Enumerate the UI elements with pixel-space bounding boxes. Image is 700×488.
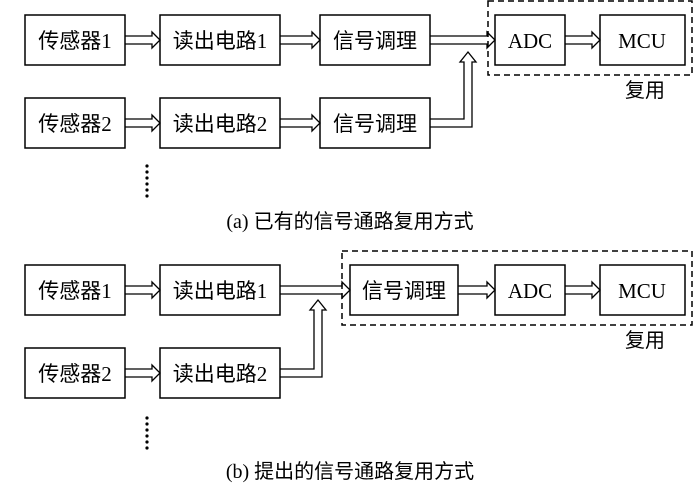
multiplex-label-a: 复用 bbox=[625, 79, 665, 102]
diagram-a: 传感器1 读出电路1 信号调理 ADC MCU 传感器2 读出电路2 信号调理 bbox=[24, 0, 693, 233]
conditioning-2-label-a: 信号调理 bbox=[333, 112, 417, 136]
caption-a: (a) 已有的信号通路复用方式 bbox=[226, 210, 473, 233]
multiplex-boundary-b bbox=[341, 250, 693, 326]
arrow-sensor2-readout2-a bbox=[125, 113, 161, 133]
arrow-conditioning-adc-b bbox=[458, 280, 496, 300]
arrow-readout1-conditioning1-a bbox=[280, 30, 321, 50]
arrow-adc-mcu-b bbox=[565, 280, 601, 300]
sensor-2-box-a bbox=[24, 97, 126, 149]
adc-label-a: ADC bbox=[508, 29, 552, 53]
multiplex-label-b: 复用 bbox=[625, 329, 665, 352]
readout-1-label-b: 读出电路1 bbox=[173, 279, 268, 303]
sensor-2-box-b bbox=[24, 347, 126, 399]
arrow-merge-a bbox=[430, 50, 478, 128]
arrow-readout2-conditioning2-a bbox=[280, 113, 321, 133]
arrow-sensor1-readout1-b bbox=[125, 280, 161, 300]
mcu-label-a: MCU bbox=[618, 29, 666, 53]
sensor-1-box-a bbox=[24, 14, 126, 66]
sensor-1-label-b: 传感器1 bbox=[38, 279, 112, 303]
sensor-1-label-a: 传感器1 bbox=[38, 29, 112, 53]
diagram-b: 传感器1 读出电路1 信号调理 ADC MCU 传感器2 读出电路2 bbox=[24, 250, 693, 483]
conditioning-1-label-a: 信号调理 bbox=[333, 29, 417, 53]
arrow-sensor2-readout2-b bbox=[125, 363, 161, 383]
mcu-label-b: MCU bbox=[618, 279, 666, 303]
caption-b: (b) 提出的信号通路复用方式 bbox=[226, 460, 474, 483]
arrow-adc-mcu-a bbox=[565, 30, 601, 50]
conditioning-label-b: 信号调理 bbox=[362, 279, 446, 303]
adc-label-b: ADC bbox=[508, 279, 552, 303]
arrow-merge-b bbox=[280, 298, 328, 378]
readout-1-label-a: 读出电路1 bbox=[173, 29, 268, 53]
arrow-sensor1-readout1-a bbox=[125, 30, 161, 50]
arrow-conditioning1-adc-a bbox=[430, 30, 496, 50]
sensor-2-label-a: 传感器2 bbox=[38, 112, 112, 136]
sensor-1-box-b bbox=[24, 264, 126, 316]
sensor-2-label-b: 传感器2 bbox=[38, 362, 112, 386]
ellipsis-dots-b bbox=[145, 416, 149, 450]
multiplex-boundary-a bbox=[487, 0, 693, 76]
readout-2-label-a: 读出电路2 bbox=[173, 112, 268, 136]
ellipsis-dots-a bbox=[145, 164, 149, 198]
readout-2-label-b: 读出电路2 bbox=[173, 362, 268, 386]
arrow-readout1-conditioning-b bbox=[280, 280, 351, 300]
